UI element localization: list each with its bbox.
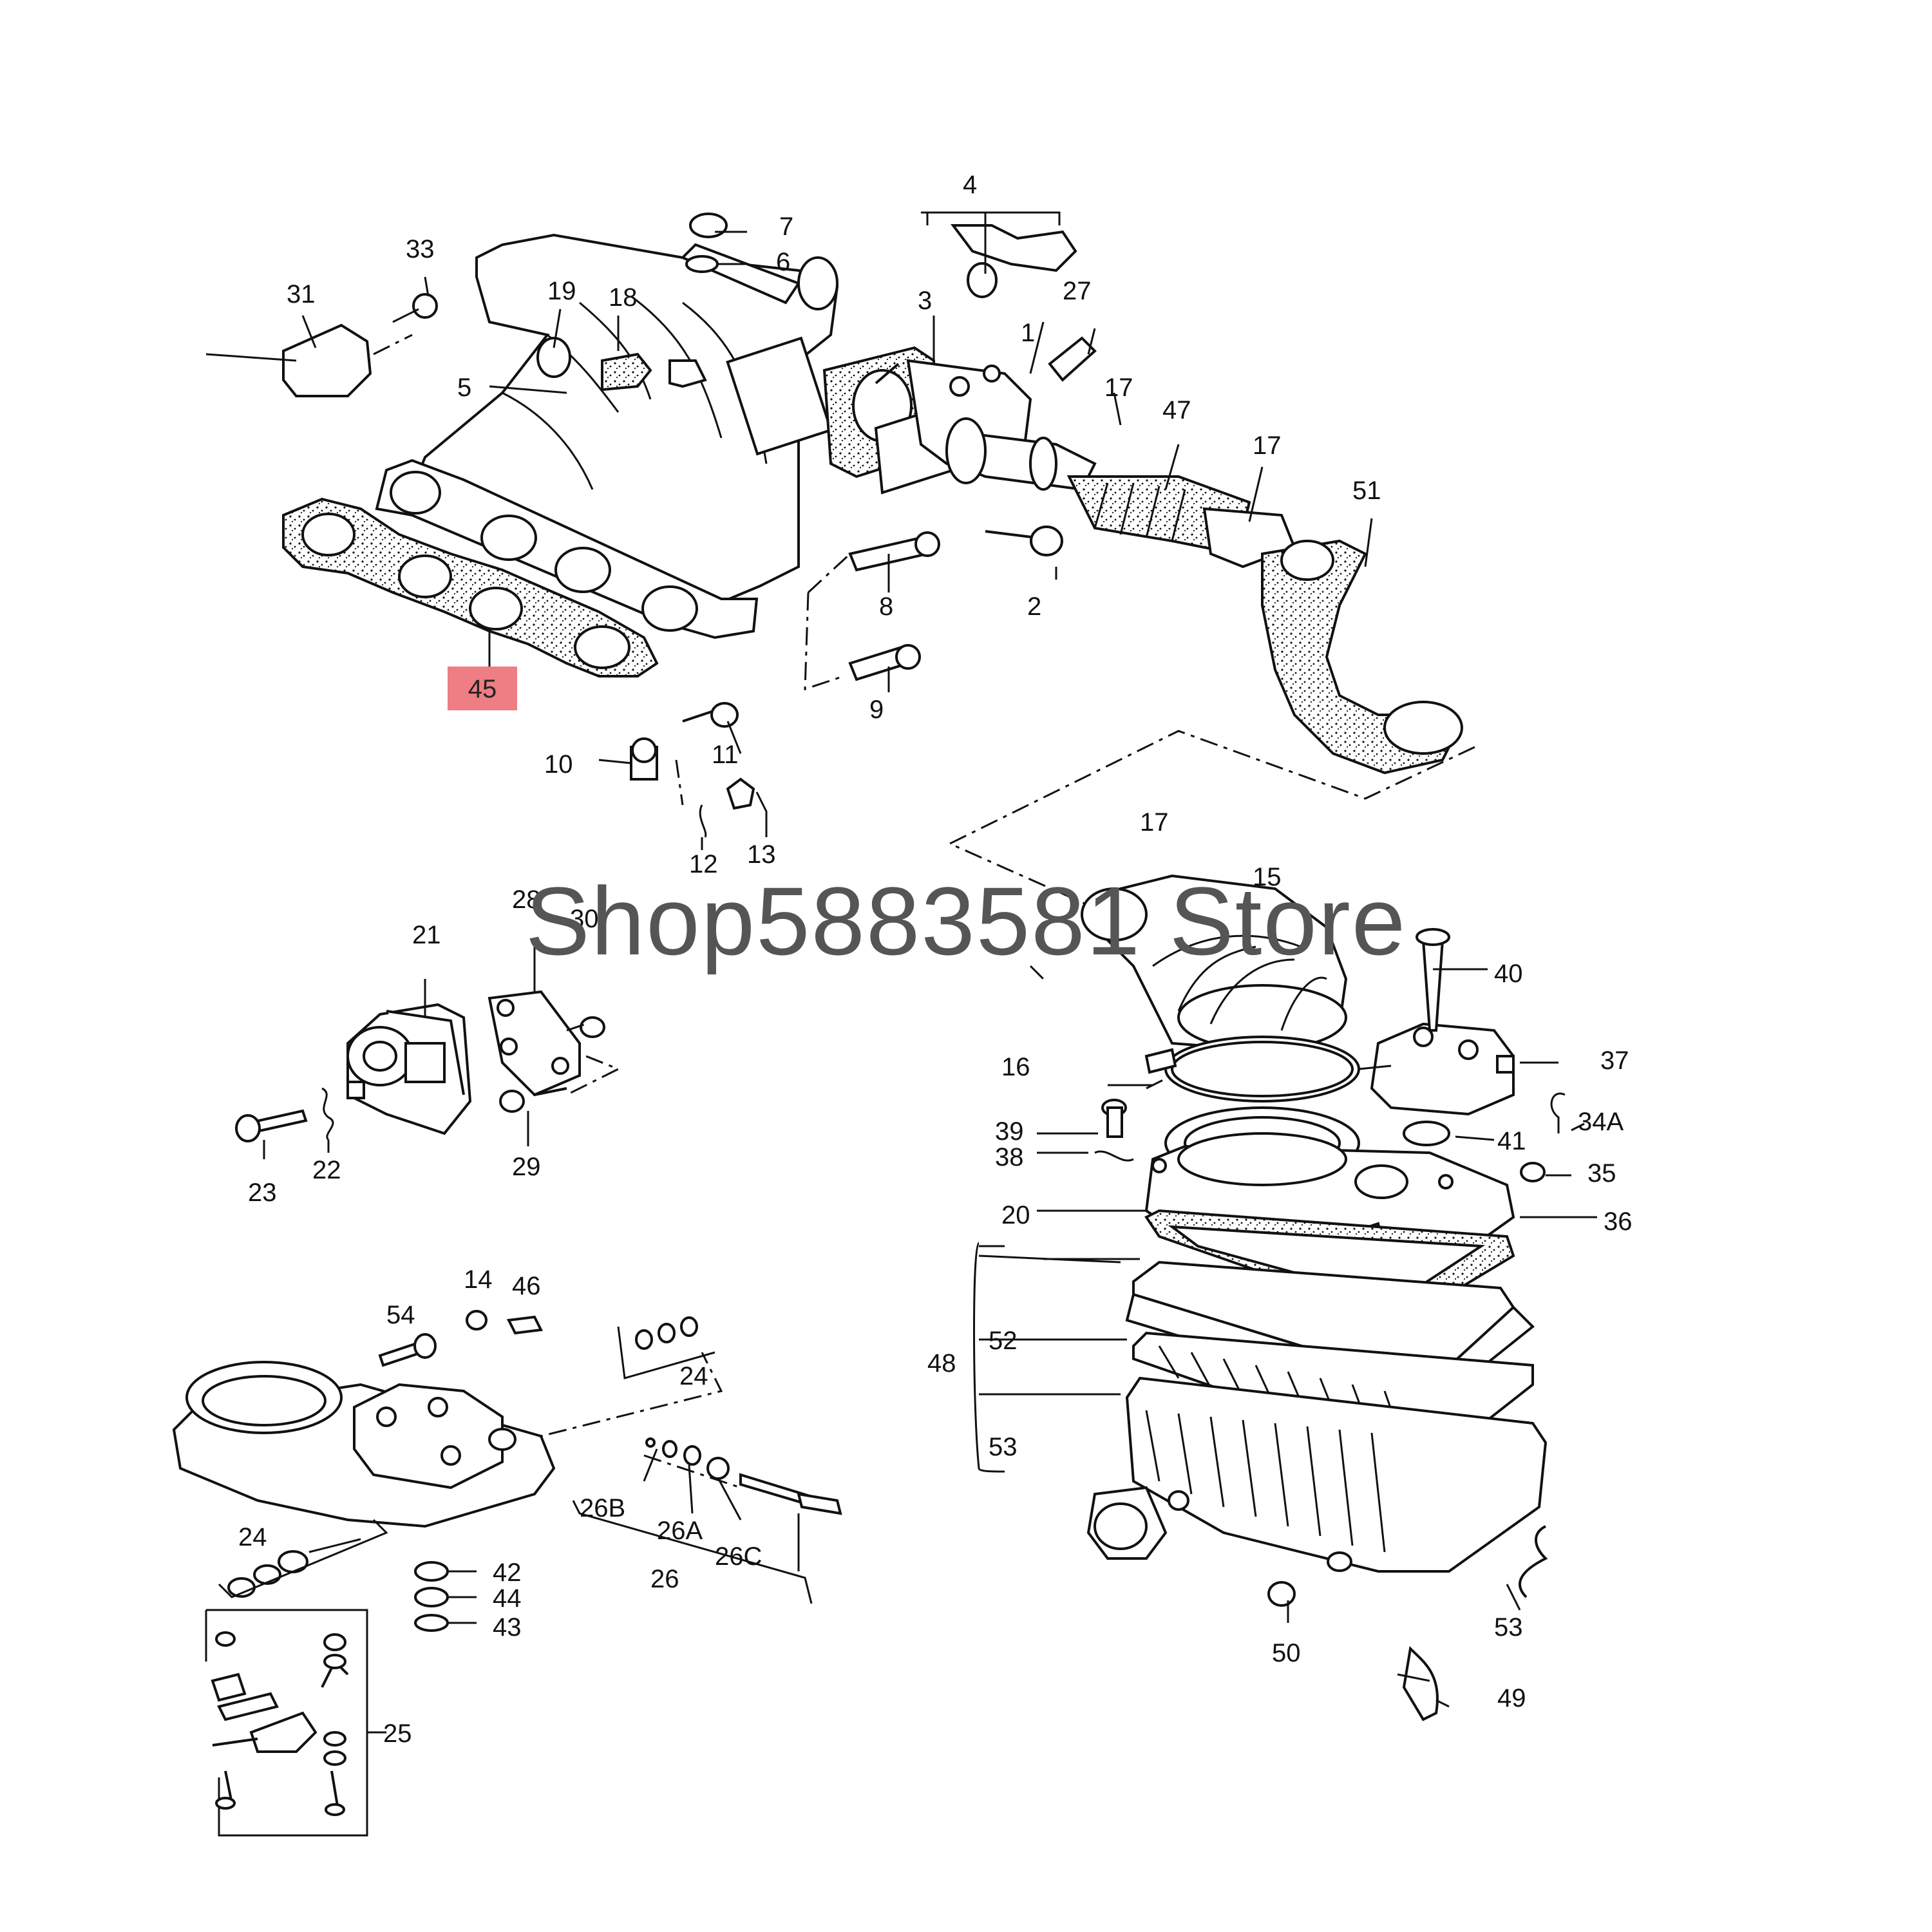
highlighted-part-45: 45 bbox=[448, 667, 517, 710]
label-9: 9 bbox=[869, 696, 884, 724]
label-17b: 17 bbox=[1253, 431, 1282, 460]
label-52: 52 bbox=[989, 1327, 1018, 1355]
label-44: 44 bbox=[493, 1584, 522, 1613]
label-30: 30 bbox=[570, 905, 599, 933]
label-4: 4 bbox=[963, 171, 977, 199]
label-28: 28 bbox=[512, 886, 541, 914]
label-17a: 17 bbox=[1104, 374, 1133, 402]
throttle-flange bbox=[822, 346, 1032, 495]
label-41: 41 bbox=[1497, 1127, 1526, 1155]
label-49: 49 bbox=[1497, 1684, 1526, 1712]
manifold-flange bbox=[375, 459, 759, 639]
label-27: 27 bbox=[1063, 277, 1092, 305]
air-intake-boot-15 bbox=[1081, 874, 1348, 1052]
label-51: 51 bbox=[1352, 477, 1381, 505]
air-hose-assembly bbox=[945, 417, 1463, 775]
filter-housing-48 bbox=[973, 1242, 1548, 1573]
label-12: 12 bbox=[689, 850, 718, 878]
label-26: 26 bbox=[650, 1565, 679, 1593]
intake-gasket-45 bbox=[282, 497, 659, 677]
throttle-body-21 bbox=[346, 979, 472, 1135]
airflow-meter-housing bbox=[172, 1310, 715, 1528]
label-21: 21 bbox=[412, 921, 441, 949]
label-23: 23 bbox=[248, 1179, 277, 1207]
label-24a: 24 bbox=[679, 1362, 708, 1390]
label-7: 7 bbox=[779, 213, 793, 241]
mounting-kit-25 bbox=[205, 1609, 386, 1837]
callout-labels: 1 2 3 4 5 6 7 8 9 10 11 12 13 14 15 16 1… bbox=[238, 171, 1633, 1748]
label-17c: 17 bbox=[1140, 808, 1169, 837]
label-50: 50 bbox=[1272, 1639, 1301, 1667]
label-20: 20 bbox=[1001, 1201, 1030, 1229]
label-6: 6 bbox=[776, 248, 790, 276]
label-43: 43 bbox=[493, 1613, 522, 1642]
sensor-37 bbox=[1370, 928, 1515, 1116]
small-parts-right bbox=[1037, 968, 1597, 1721]
washers-42-44-43 bbox=[414, 1561, 477, 1632]
label-13: 13 bbox=[747, 840, 776, 869]
label-8: 8 bbox=[879, 592, 893, 621]
label-34A: 34A bbox=[1578, 1108, 1624, 1136]
shop-watermark: Shop5883581 Store bbox=[525, 867, 1407, 975]
label-25: 25 bbox=[383, 1719, 412, 1748]
screws-22-23-29 bbox=[235, 1087, 567, 1159]
label-5: 5 bbox=[457, 374, 471, 402]
label-53b: 53 bbox=[1494, 1613, 1523, 1642]
label-39: 39 bbox=[995, 1117, 1024, 1146]
label-40: 40 bbox=[1494, 960, 1523, 988]
label-19: 19 bbox=[547, 277, 576, 305]
clamp-16 bbox=[1144, 1036, 1360, 1103]
label-10: 10 bbox=[544, 750, 573, 779]
label-11: 11 bbox=[712, 741, 739, 769]
bracket-28-30 bbox=[488, 947, 605, 1097]
adjusting-screw-26 bbox=[572, 1437, 842, 1604]
label-37: 37 bbox=[1600, 1046, 1629, 1075]
connection-lines bbox=[373, 334, 1475, 1489]
label-18: 18 bbox=[609, 283, 638, 312]
label-38: 38 bbox=[995, 1143, 1024, 1171]
label-46: 46 bbox=[512, 1272, 541, 1300]
label-47: 47 bbox=[1162, 396, 1191, 424]
label-54: 54 bbox=[386, 1301, 415, 1329]
label-24b: 24 bbox=[238, 1523, 267, 1551]
label-35: 35 bbox=[1587, 1159, 1616, 1188]
label-3: 3 bbox=[918, 287, 932, 315]
label-53a: 53 bbox=[989, 1433, 1018, 1461]
label-1: 1 bbox=[1021, 319, 1035, 347]
label-42: 42 bbox=[493, 1558, 522, 1587]
label-22: 22 bbox=[312, 1156, 341, 1184]
label-31: 31 bbox=[287, 280, 316, 308]
label-14: 14 bbox=[464, 1265, 493, 1294]
label-33: 33 bbox=[406, 235, 435, 263]
label-15: 15 bbox=[1253, 863, 1282, 891]
label-16: 16 bbox=[1001, 1053, 1030, 1081]
small-parts-upper bbox=[205, 213, 1097, 838]
label-29: 29 bbox=[512, 1153, 541, 1181]
label-48: 48 bbox=[927, 1349, 956, 1378]
label-26B: 26B bbox=[580, 1494, 625, 1522]
seal-kit-24-lower bbox=[218, 1519, 388, 1598]
label-26A: 26A bbox=[657, 1517, 703, 1545]
label-26C: 26C bbox=[715, 1542, 762, 1571]
label-2: 2 bbox=[1027, 592, 1041, 621]
leader-lines-upper bbox=[301, 211, 1373, 850]
label-36: 36 bbox=[1604, 1208, 1633, 1236]
